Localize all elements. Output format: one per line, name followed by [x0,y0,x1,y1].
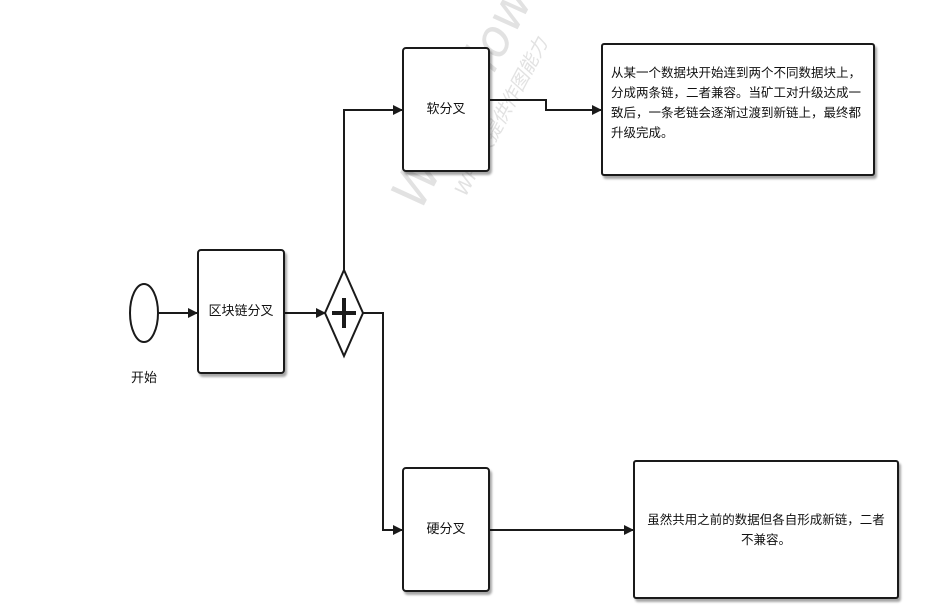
soft-fork-node[interactable]: 软分叉 [402,47,490,172]
start-label: 开始 [131,371,158,386]
edge-gateway-soft [343,105,403,270]
soft-fork-note[interactable]: 从某一个数据块开始连到两个不同数据块上，分成两条链，二者兼容。当矿工对升级达成一… [601,43,875,176]
hard-fork-node[interactable]: 硬分叉 [402,467,490,592]
edge-gateway-hard [363,312,403,535]
edge-soft-note [490,99,602,115]
hard-fork-note[interactable]: 虽然共用之前的数据但各自形成新链，二者不兼容。 [633,460,899,599]
fork-node[interactable]: 区块链分叉 [197,249,285,374]
start-event-icon[interactable] [129,283,159,343]
